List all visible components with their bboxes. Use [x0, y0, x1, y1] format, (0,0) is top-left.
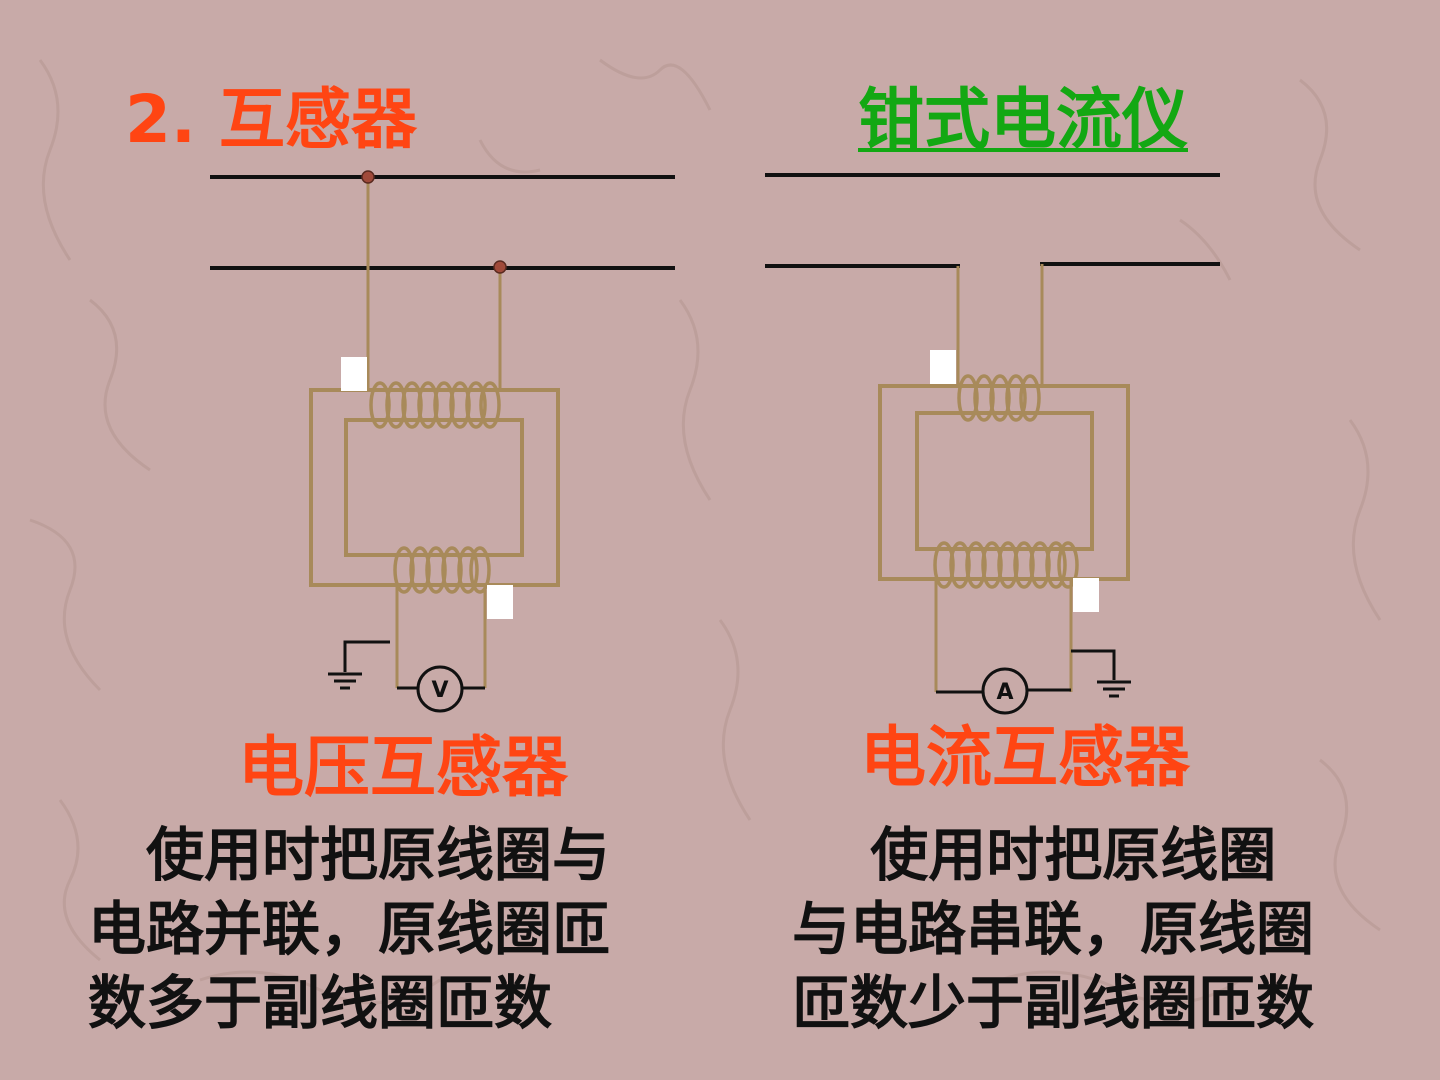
secondary-coil	[393, 546, 491, 594]
iron-core-inner-r	[915, 411, 1094, 551]
primary-coil-r	[957, 374, 1041, 422]
ground-symbol-icon-r	[1071, 649, 1131, 698]
junction-dot-bottom	[493, 260, 507, 274]
description-line: 与电路串联，原线圈	[792, 895, 1315, 963]
ammeter-icon	[981, 667, 1029, 715]
terminal-marker-secondary-r	[1073, 578, 1099, 612]
terminal-marker-primary-r	[930, 350, 956, 384]
terminal-marker-secondary	[487, 585, 513, 619]
primary-coil	[369, 381, 501, 429]
voltage-transformer-label: 电压互感器	[238, 729, 568, 806]
voltmeter-letter: V	[431, 678, 448, 703]
iron-core-outer-r	[878, 384, 1130, 581]
ground-symbol-icon	[328, 640, 390, 690]
description-line: 数多于副线圈匝数	[88, 969, 553, 1037]
description-line: 使用时把原线圈与	[88, 821, 611, 889]
secondary-coil-r	[933, 541, 1079, 589]
terminal-marker-primary	[341, 357, 367, 391]
description-line: 匝数少于副线圈匝数	[792, 969, 1315, 1037]
ammeter-letter: A	[996, 680, 1013, 705]
current-transformer-description: 使用时把原线圈 与电路串联，原线圈 匝数少于副线圈匝数	[792, 818, 1314, 1040]
current-transformer-diagram: A	[765, 173, 1220, 715]
description-line: 使用时把原线圈	[792, 821, 1277, 889]
current-transformer-label: 电流互感器	[860, 719, 1190, 796]
description-line: 电路并联，原线圈匝	[88, 895, 611, 963]
section-title: 2. 互感器	[125, 81, 417, 158]
junction-dot-top	[361, 170, 375, 184]
voltage-transformer-diagram: V	[210, 170, 675, 713]
clamp-meter-title: 钳式电流仪	[858, 81, 1188, 158]
voltmeter-icon	[416, 665, 464, 713]
iron-core-inner	[344, 418, 524, 557]
voltage-transformer-description: 使用时把原线圈与 电路并联，原线圈匝 数多于副线圈匝数	[88, 818, 610, 1040]
